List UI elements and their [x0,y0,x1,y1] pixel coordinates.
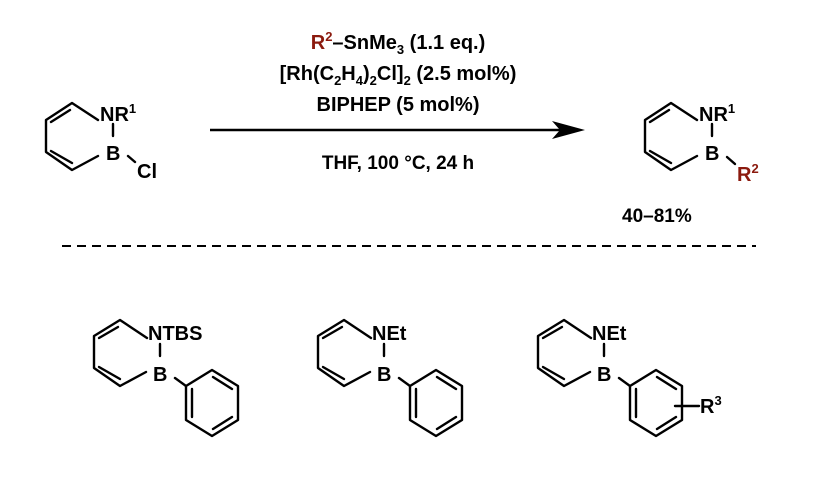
ex2-b-ph-bond [397,376,412,388]
sm-ring-bonds [44,101,100,172]
product-ring-bonds [643,101,699,172]
product-n-label: NR1 [699,101,735,126]
ex3-double-bonds [541,325,566,381]
ex3-b-label: B [597,364,611,386]
example-net-aryl: NEt B R3 [536,318,722,438]
ex2-ring-bonds [316,318,373,388]
ex2-phenyl-double-bonds [414,375,458,431]
sm-b-cl-bond [126,154,137,164]
ex1-ring-bonds [92,318,149,388]
example-net-phenyl: NEt B [316,318,464,438]
ex2-b-label: B [377,364,391,386]
starting-material: NR1 B Cl [44,101,157,183]
sm-double-bonds [49,108,74,165]
product-b-r-bond [725,155,737,166]
reaction-arrow-head [552,121,585,139]
reaction-conditions: R2–SnMe3 (1.1 eq.) [Rh(C2H4)2Cl]2 (2.5 m… [210,29,585,174]
ex1-b-ph-bond [173,376,188,388]
solvent-temp-time: THF, 100 °C, 24 h [322,153,474,174]
ex1-phenyl-ring [184,368,240,438]
ligand-line: BIPHEP (5 mol%) [317,94,480,116]
example-ntbs-phenyl: NTBS B [92,318,240,438]
product-yield: 40–81% [622,206,692,227]
product-double-bonds [648,108,673,165]
ex1-double-bonds [97,325,122,381]
product-b-label: B [705,143,719,165]
ex2-phenyl-ring [408,368,464,438]
ex1-phenyl-double-bonds [190,375,234,431]
ex3-aryl-ring [628,368,684,438]
ex3-r3-label: R3 [700,393,722,418]
catalyst-line: [Rh(C2H4)2Cl]2 (2.5 mol%) [280,63,517,88]
ex3-ring-bonds [536,318,593,388]
ex2-n-label: NEt [372,323,407,345]
sm-b-label: B [106,143,120,165]
ex3-aryl-double-bonds [634,375,678,431]
ex3-b-aryl-bond [617,376,632,388]
reagent-line: R2–SnMe3 (1.1 eq.) [311,29,486,57]
sm-n-label: NR1 [100,101,136,126]
ex3-n-label: NEt [592,323,627,345]
sm-cl-label: Cl [137,161,157,183]
ex1-n-label: NTBS [148,323,202,345]
ex2-double-bonds [321,325,346,381]
ex1-b-label: B [153,364,167,386]
product: NR1 B R2 40–81% [622,101,759,227]
product-r-label: R2 [737,161,759,186]
